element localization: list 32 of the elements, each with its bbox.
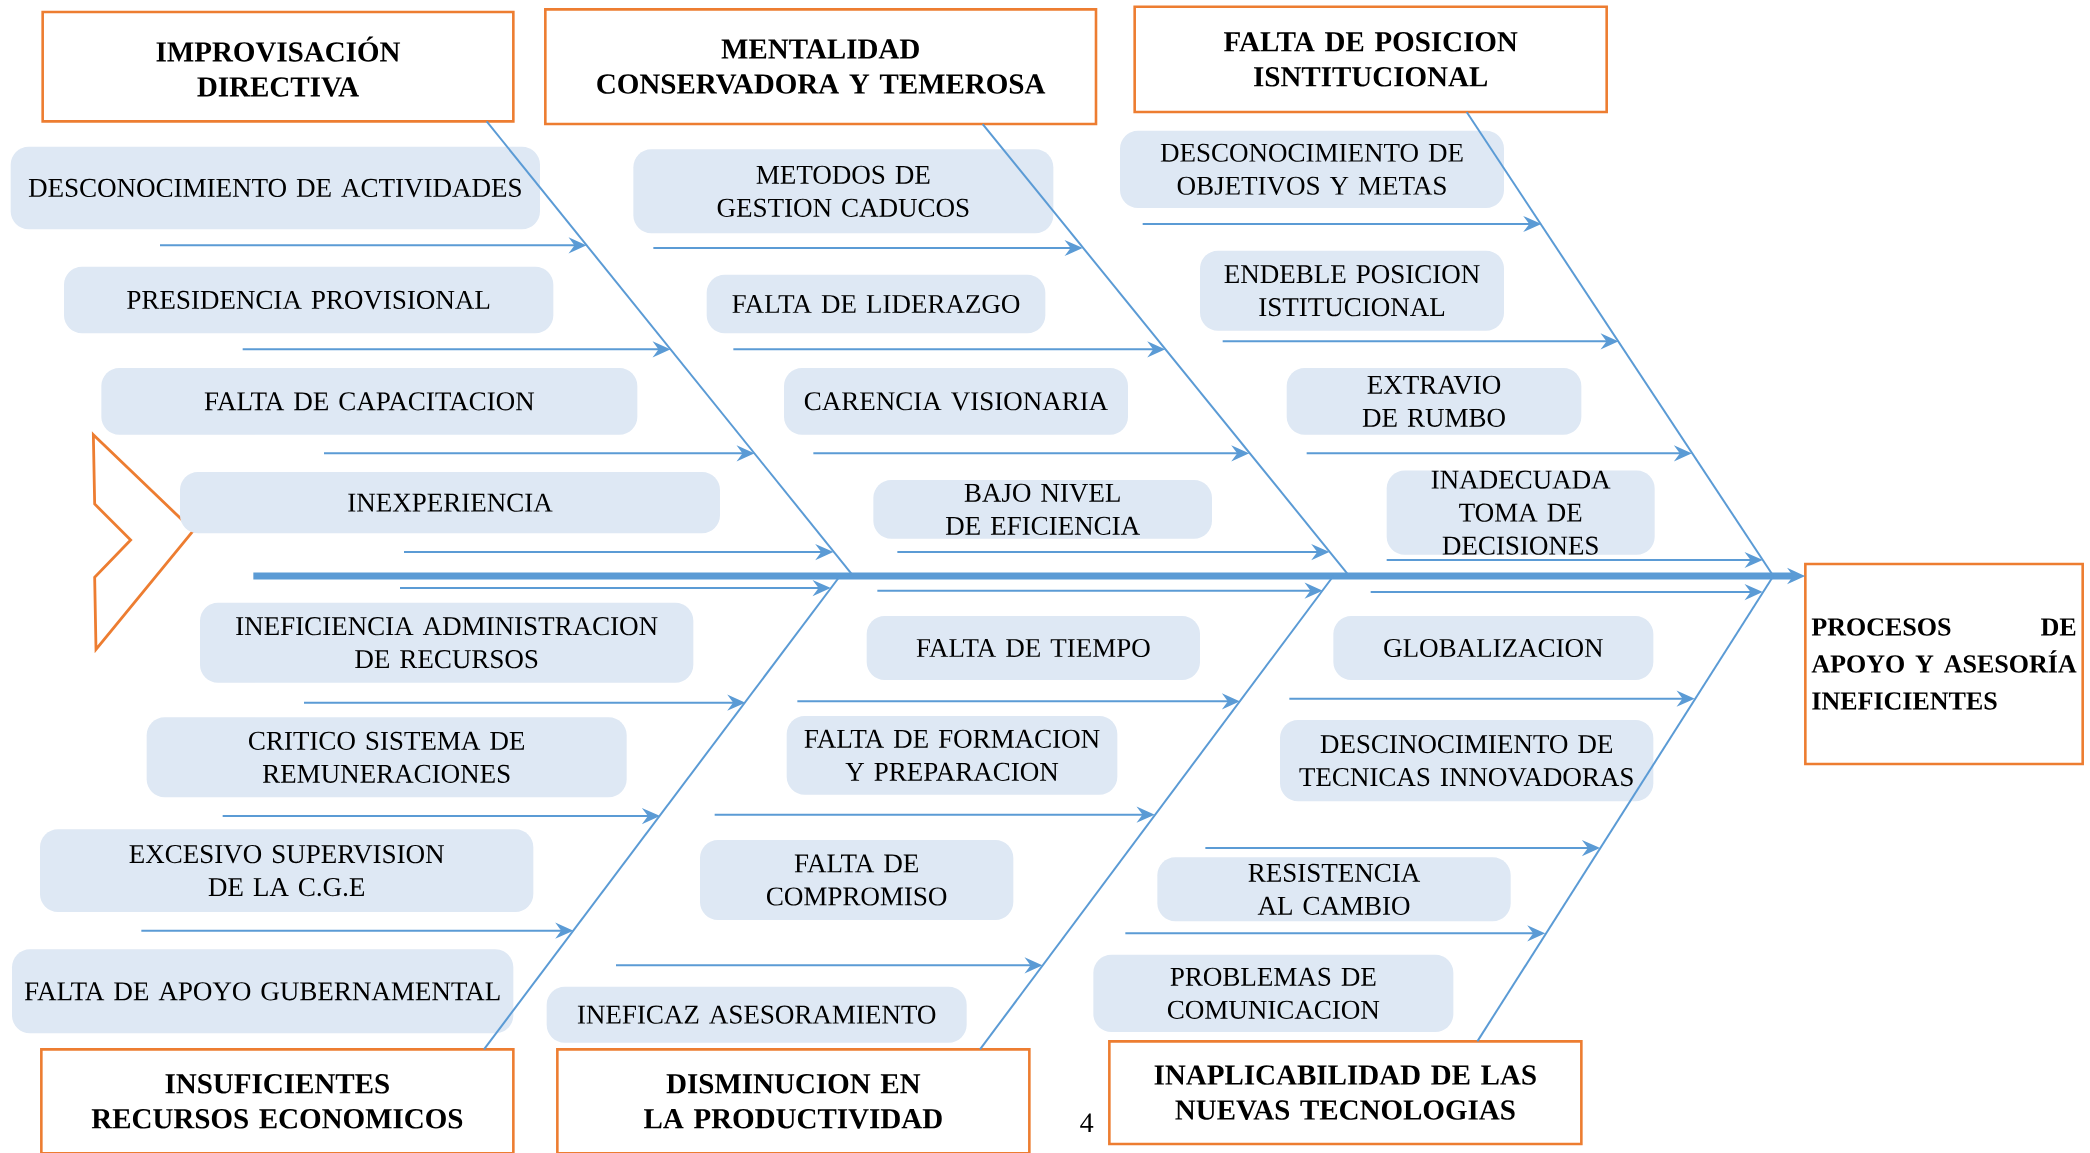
category-box: IMPROVISACIÓN DIRECTIVA — [41, 10, 515, 123]
cause-box: INEXPERIENCIA — [180, 472, 720, 534]
cause-box: FALTA DE APOYO GUBERNAMENTAL — [12, 949, 514, 1034]
cause-box: DESCINOCIMIENTO DE TECNICAS INNOVADORAS — [1280, 720, 1654, 802]
cause-box: FALTA DE FORMACION Y PREPARACION — [786, 716, 1118, 795]
cause-box: CRITICO SISTEMA DE REMUNERACIONES — [146, 717, 627, 798]
cause-box: BAJO NIVEL DE EFICIENCIA — [873, 480, 1212, 539]
category-box: FALTA DE POSICION ISNTITUCIONAL — [1133, 5, 1608, 114]
cause-box: INEFICIENCIA ADMINISTRACION DE RECURSOS — [200, 602, 694, 683]
cause-box: FALTA DE CAPACITACION — [101, 368, 638, 435]
cause-box: EXTRAVIO DE RUMBO — [1286, 368, 1582, 435]
page-number: 4 — [1080, 1113, 1094, 1132]
cause-box: PROBLEMAS DE COMUNICACION — [1093, 954, 1454, 1032]
cause-box: FALTA DE TIEMPO — [866, 616, 1200, 680]
category-box: INSUFICIENTES RECURSOS ECONOMICOS — [40, 1048, 515, 1153]
category-box: INAPLICABILIDAD DE LAS NUEVAS TECNOLOGIAS — [1108, 1040, 1583, 1146]
cause-box: INEFICAZ ASESORAMIENTO — [546, 986, 967, 1043]
cause-box: METODOS DE GESTION CADUCOS — [633, 149, 1054, 234]
cause-box: FALTA DE LIDERAZGO — [706, 274, 1046, 334]
effect-box: PROCESOS DE APOYO Y ASESORÍA INEFICIENTES — [1804, 562, 2084, 766]
cause-box: INADECUADA TOMA DE DECISIONES — [1386, 470, 1655, 555]
cause-box: DESCONOCIMIENTO DE ACTIVIDADES — [10, 146, 540, 230]
cause-box: EXCESIVO SUPERVISION DE LA C.G.E — [40, 829, 534, 912]
cause-box: GLOBALIZACION — [1333, 616, 1654, 680]
cause-box: PRESIDENCIA PROVISIONAL — [64, 266, 554, 334]
cause-box: RESISTENCIA AL CAMBIO — [1157, 857, 1511, 922]
cause-box: DESCONOCIMIENTO DE OBJETIVOS Y METAS — [1120, 130, 1504, 208]
category-box: DISMINUCION EN LA PRODUCTIVIDAD — [556, 1048, 1031, 1153]
category-box: MENTALIDAD CONSERVADORA Y TEMEROSA — [544, 8, 1098, 126]
cause-box: FALTA DE COMPROMISO — [700, 840, 1014, 920]
cause-box: CARENCIA VISIONARIA — [784, 368, 1128, 435]
cause-box: ENDEBLE POSICION ISTITUCIONAL — [1200, 250, 1504, 331]
